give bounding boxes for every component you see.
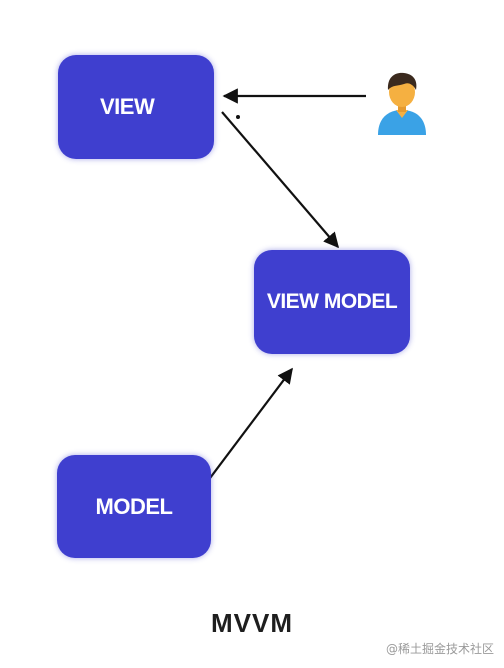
arrow-view-to-viewmodel xyxy=(221,111,340,249)
cursor-dot xyxy=(236,115,240,119)
view-box: VIEW xyxy=(58,55,214,159)
view-model-box: VIEW MODEL xyxy=(254,250,410,354)
watermark-text: @稀土掘金技术社区 xyxy=(385,642,494,656)
view-model-label: VIEW MODEL xyxy=(266,290,398,313)
diagram-caption: MVVM xyxy=(211,608,293,638)
view-label: VIEW xyxy=(100,94,155,119)
model-label: MODEL xyxy=(95,493,173,519)
model-box: MODEL xyxy=(57,455,211,558)
user-avatar-icon xyxy=(378,72,426,135)
